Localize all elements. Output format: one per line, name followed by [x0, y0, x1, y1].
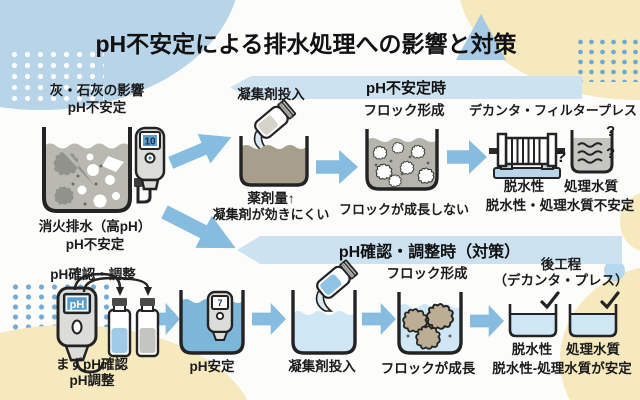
decor-dots-top-right — [575, 37, 639, 82]
result-tank-quality — [568, 291, 620, 338]
tank-ph-stable: 7 — [179, 290, 245, 355]
tank-coagulant-unstable — [239, 136, 309, 187]
meter-value-ph: pH — [70, 299, 85, 311]
check-step-caption2: pH調整 — [69, 373, 115, 388]
arrow-right-icon — [252, 303, 286, 335]
result-stable-caption: 脱水性-処理水質が安定 — [492, 361, 632, 376]
ph-meter-check: pH — [56, 286, 105, 374]
tank-floc-stable — [397, 292, 463, 355]
stable-step-caption: pH安定 — [189, 359, 235, 374]
arrow-right-icon — [316, 150, 358, 184]
banner-ph-unstable-label: pH不安定時 — [366, 80, 446, 97]
post-process-label2: （デカンタ・プレス） — [493, 273, 629, 288]
floc-step-caption: フロックが成長しない — [338, 202, 470, 217]
decor-blob-right-edge — [620, 192, 640, 252]
question-mark: ? — [556, 147, 567, 166]
post-process-label1: 後工程 — [540, 257, 582, 272]
adjust-bottle-alkali — [135, 298, 160, 358]
source-caption-line1: 消火排水（高pH） — [38, 219, 152, 234]
coagulant-step-label: 凝集剤投入 — [237, 87, 305, 102]
tank-unstable-water — [42, 127, 132, 213]
adjust-bottle-acid — [107, 298, 132, 358]
coagulant-step-caption1: 薬剤量↑ — [247, 191, 295, 206]
arrow-right-icon — [470, 305, 504, 337]
source-heading-line2: pH不安定 — [67, 100, 127, 115]
result-stable-item2: 処理水質 — [566, 342, 620, 357]
result-step-caption: 脱水性・処理水質不安定 — [485, 198, 635, 213]
result-item1-label: 脱水性 — [503, 179, 545, 194]
tank-coagulant-stable — [291, 290, 357, 355]
question-mark: ? — [606, 123, 616, 140]
ph-meter-10: 10 — [134, 126, 166, 204]
result-stable-item1: 脱水性 — [511, 342, 553, 357]
result-step-label: デカンタ・フィルタープレス — [469, 103, 637, 118]
question-mark: ? — [606, 145, 616, 162]
coagulant-bottle-icon — [253, 99, 297, 152]
banner-ph-unstable: pH不安定時 — [230, 76, 582, 99]
check-step-caption1: まずpH確認 — [56, 357, 128, 372]
coagulant-bottle-icon — [315, 259, 359, 312]
source-heading-line1: 灰・石灰の影響 — [49, 83, 145, 98]
source-caption-line2: pH不安定 — [65, 237, 125, 252]
page-title: pH不安定による排水処理への影響と対策 — [95, 31, 517, 57]
coagulant-stable-caption: 凝集剤投入 — [288, 359, 356, 374]
floc-step-label: フロック形成 — [363, 103, 445, 118]
result-item2-label: 処理水質 — [564, 179, 618, 194]
floc-stable-caption: フロックが成長 — [380, 361, 476, 376]
banner-ph-adjusted-label: pH確認・調整時（対策） — [338, 244, 521, 261]
tank-floc-unstable — [365, 129, 439, 191]
arrow-right-icon — [447, 140, 487, 174]
decor-circle-small — [604, 260, 625, 281]
curved-arrows-icon — [73, 272, 152, 296]
result-tank-dewatering — [508, 291, 560, 338]
filter-press-icon — [489, 132, 565, 179]
arrow-diagonal-up-icon — [164, 122, 237, 177]
coagulant-step-caption2: 凝集剤が効きにくい — [212, 207, 330, 222]
floc-stable-label: フロック形成 — [386, 266, 468, 281]
decor-dots-white — [8, 49, 104, 101]
meter-value-10: 10 — [144, 137, 156, 148]
meter-value-7: 7 — [217, 298, 222, 308]
banner-ph-adjusted: pH確認・調整時（対策） — [237, 236, 622, 264]
treated-water-icon — [570, 130, 614, 174]
